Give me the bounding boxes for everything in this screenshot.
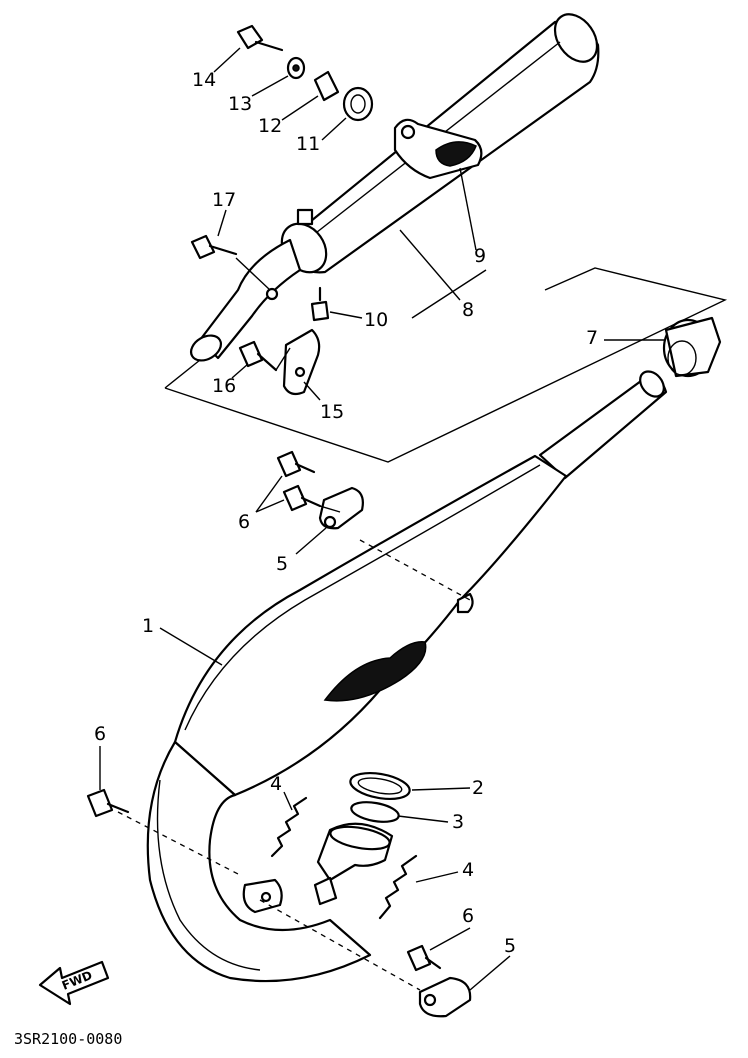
callout-7: 7 <box>586 327 598 349</box>
callout-2: 2 <box>472 777 484 799</box>
small-parts <box>86 24 722 1018</box>
muffler <box>189 13 600 362</box>
leader-lines <box>99 47 664 991</box>
callout-13: 13 <box>228 93 252 115</box>
callout-4-right: 4 <box>462 859 474 881</box>
callout-12: 12 <box>258 115 282 137</box>
assembly-guides <box>117 257 728 991</box>
callout-15: 15 <box>320 401 344 423</box>
callouts: 14 13 12 11 17 9 8 10 7 16 15 6 5 1 6 4 … <box>94 69 598 957</box>
callout-8: 8 <box>462 299 474 321</box>
callout-3: 3 <box>452 811 464 833</box>
callout-16: 16 <box>212 375 236 397</box>
callout-5-upper: 5 <box>276 553 288 575</box>
callout-10: 10 <box>364 309 388 331</box>
fwd-arrow-icon: FWD <box>38 960 110 1006</box>
callout-4-left: 4 <box>270 773 282 795</box>
callout-6-upper: 6 <box>238 511 250 533</box>
callout-14: 14 <box>192 69 216 91</box>
callout-11: 11 <box>296 133 320 155</box>
exhaust-chamber <box>146 370 668 983</box>
callout-5-lower: 5 <box>504 935 516 957</box>
callout-17: 17 <box>212 189 236 211</box>
callout-6-left: 6 <box>94 723 106 745</box>
callout-1: 1 <box>142 615 154 637</box>
drawing-code: 3SR2100-0080 <box>14 1030 122 1048</box>
callout-9: 9 <box>474 245 486 267</box>
callout-6-lower: 6 <box>462 905 474 927</box>
